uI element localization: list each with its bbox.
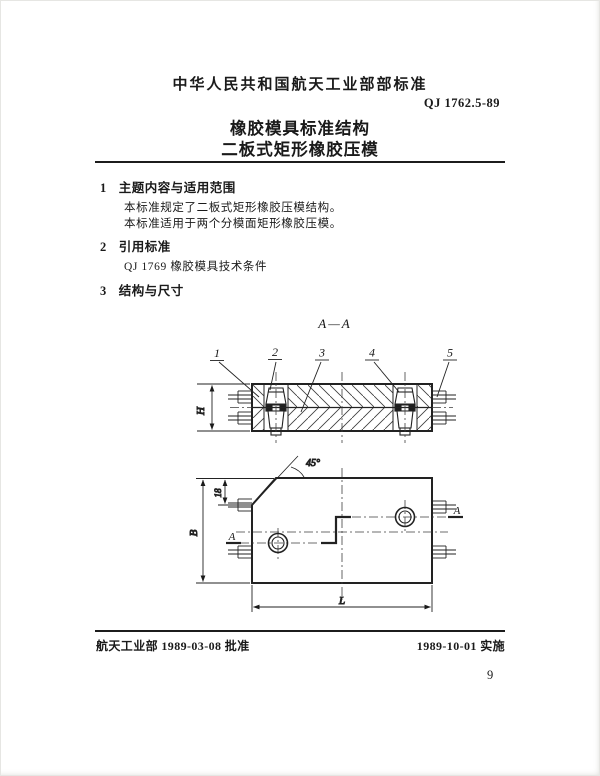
cut-label-left: A: [228, 531, 236, 543]
section-1-paragraph-1: 本标准规定了二板式矩形橡胶压模结构。: [124, 202, 342, 214]
dim-L: [251, 585, 433, 612]
implementation-note: 1989-10-01 实施: [416, 639, 505, 653]
section-1-paragraph-2: 本标准适用于两个分模面矩形橡胶压模。: [124, 218, 342, 230]
section-2-number: 2: [100, 240, 107, 254]
issuing-org-title: 中华人民共和国航天工业部部标准: [172, 77, 428, 93]
section-1-number: 1: [100, 181, 107, 195]
part-number-5: 5: [447, 346, 453, 360]
dim-B: [196, 478, 274, 584]
section-3-title: 结构与尺寸: [118, 284, 184, 298]
guide-pin-hole-right: [394, 506, 416, 528]
section-centerlines: [230, 372, 453, 443]
cut-label-right: A: [453, 505, 461, 517]
plan-view: 45° B 18 L: [188, 455, 463, 612]
dim-H: [197, 383, 250, 432]
dim-18: [218, 479, 252, 506]
part-number-3: 3: [318, 346, 325, 360]
section-3-number: 3: [100, 284, 107, 298]
doc-title-line1: 橡胶模具标准结构: [230, 119, 370, 138]
section-view-label: A—A: [317, 316, 351, 331]
section-1-heading: 1 主题内容与适用范围: [100, 177, 236, 196]
section-view: H 1 2 3 4 5: [195, 345, 457, 443]
part-number-4: 4: [369, 346, 375, 360]
cutting-plane-jog: [321, 515, 351, 545]
part-number-1: 1: [214, 346, 220, 360]
dim-label-45: 45°: [306, 458, 320, 469]
part-number-2: 2: [272, 345, 278, 359]
section-1-title: 主题内容与适用范围: [118, 181, 236, 195]
side-lugs-plan: [228, 498, 456, 559]
header-rule: [95, 161, 505, 164]
footer-rule: [95, 630, 505, 633]
referenced-standard: QJ 1769 橡胶模具技术条件: [124, 261, 268, 273]
side-lugs-section: [228, 390, 456, 425]
doc-number: QJ 1762.5-89: [423, 96, 500, 110]
dim-label-B: B: [188, 529, 200, 536]
technical-drawing: A—A: [188, 316, 463, 612]
section-3-heading: 3 结构与尺寸: [100, 280, 184, 299]
doc-title-line2: 二板式矩形橡胶压模: [221, 140, 379, 159]
page-number: 9: [487, 668, 494, 682]
approval-note: 航天工业部 1989-03-08 批准: [96, 639, 250, 653]
dim-label-H: H: [195, 406, 207, 416]
dim-label-L: L: [338, 595, 345, 607]
section-2-heading: 2 引用标准: [100, 236, 171, 255]
section-2-title: 引用标准: [118, 240, 171, 254]
part-numbers: 1 2 3 4 5: [214, 345, 453, 360]
part-leaders: [210, 359, 457, 413]
dim-label-18: 18: [213, 488, 223, 498]
dim-45: [251, 455, 305, 506]
guide-pin-hole-left: [267, 532, 289, 554]
